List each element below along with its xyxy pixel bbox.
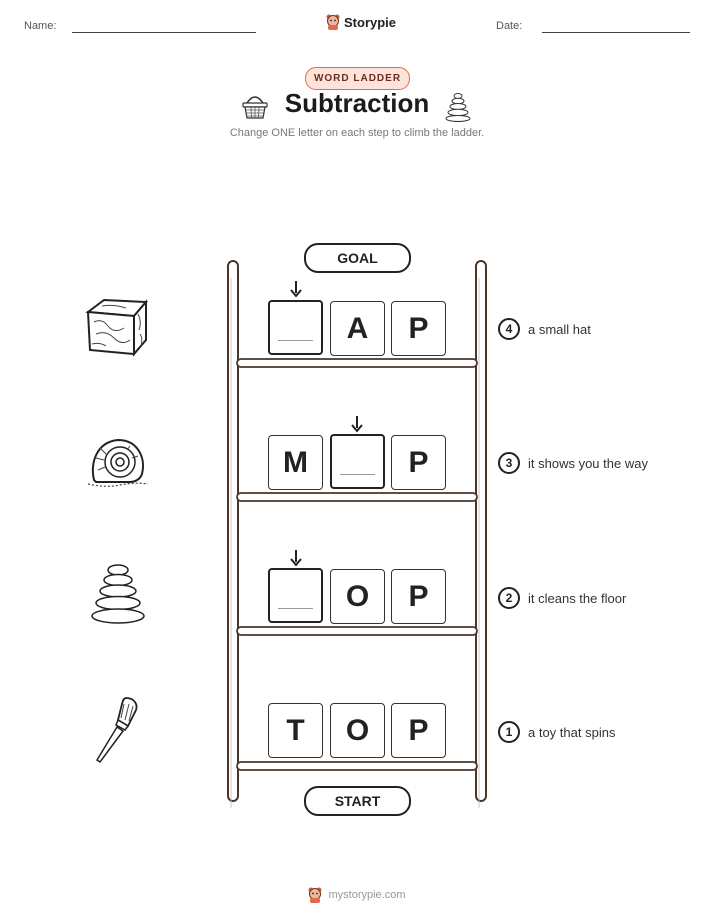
letter-tile: P (391, 435, 446, 490)
stone-stack-small-icon (445, 93, 471, 122)
name-field[interactable] (72, 32, 256, 33)
instructions: Change ONE letter on each step to climb … (229, 127, 485, 139)
down-arrow-icon (290, 281, 302, 298)
clue-row-2: 2 it cleans the floor (498, 587, 626, 609)
date-label: Date: (496, 20, 523, 32)
down-arrow-icon (351, 416, 363, 433)
down-arrow-icon (290, 550, 302, 567)
step-number: 2 (498, 587, 520, 609)
footer-url[interactable]: mystorypie.com (328, 889, 406, 901)
clue-text: a small hat (528, 321, 591, 337)
clue-text: it cleans the floor (528, 590, 627, 606)
letter-tile: P (391, 569, 446, 624)
letter-tile: M (268, 435, 323, 490)
letter-tile: P (391, 301, 446, 356)
brand-name: Storypie (344, 14, 397, 30)
step-number: 1 (498, 721, 520, 743)
footer: mystorypie.com (0, 887, 714, 903)
clue-text: a toy that spins (528, 724, 616, 740)
letter-tile: T (268, 703, 323, 758)
letter-tile-blank[interactable] (330, 434, 385, 489)
letter-tile: A (330, 301, 385, 356)
start-label: START (304, 786, 411, 816)
bear-logo-icon (308, 887, 322, 903)
step-number: 3 (498, 452, 520, 474)
snail-shell-icon (87, 438, 149, 487)
bear-logo-icon (326, 14, 340, 30)
letter-tile-blank[interactable] (268, 568, 323, 623)
goal-label: GOAL (304, 243, 411, 273)
clue-row-3: 3 it shows you the way (498, 452, 648, 474)
page-title: Subtraction (284, 88, 430, 118)
ladder-frame (227, 260, 487, 808)
letter-tile: O (330, 569, 385, 624)
letter-tile: P (391, 703, 446, 758)
word-ladder-badge: WORD LADDER (305, 67, 410, 90)
brand-logo: Storypie (326, 14, 396, 30)
stone-stack-icon (91, 564, 145, 624)
basket-icon (242, 96, 268, 119)
letter-tile-blank[interactable] (268, 300, 323, 355)
name-label: Name: (24, 20, 57, 32)
clue-text: it shows you the way (528, 455, 648, 471)
clue-row-1: 1 a toy that spins (498, 721, 615, 743)
date-field[interactable] (542, 32, 690, 33)
letter-tile: O (330, 703, 385, 758)
step-number: 4 (498, 318, 520, 340)
clue-row-4: 4 a small hat (498, 318, 591, 340)
screwdriver-icon (95, 697, 138, 764)
cube-icon (85, 298, 149, 357)
